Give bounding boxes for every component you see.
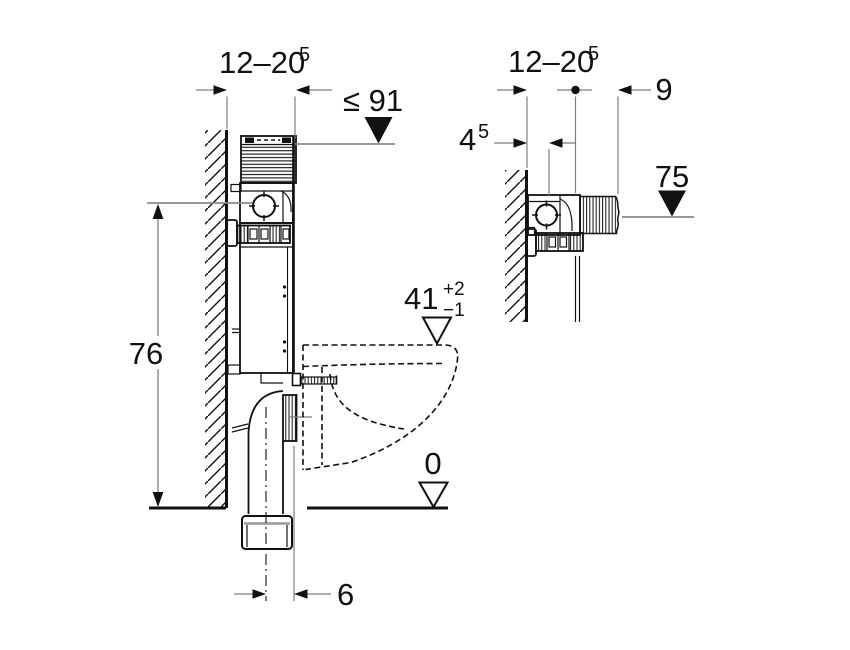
wall-hatch xyxy=(205,130,226,508)
outlet-sleeve xyxy=(282,394,298,442)
arrowhead-left xyxy=(549,138,563,148)
bowl-height-label: 41+2−1 xyxy=(404,279,465,321)
protection-box-plan xyxy=(579,195,620,235)
level-marker-bowl-height: 41+2−1 xyxy=(404,279,465,346)
arrowhead-left xyxy=(294,589,308,599)
valve-circle xyxy=(535,203,558,227)
box-clip-right xyxy=(282,137,291,143)
arrowhead-right xyxy=(252,589,266,599)
max-height-label: ≤ 91 xyxy=(343,83,403,118)
level-triangle-open xyxy=(421,316,453,346)
level-marker-section-height: 75 xyxy=(622,159,694,218)
protection-box xyxy=(240,135,297,184)
arrowhead-right xyxy=(513,138,527,148)
right-view-plan-section: 12–205 9 45 75 xyxy=(459,43,694,322)
mounting-bracket xyxy=(226,219,291,247)
drain-bend xyxy=(231,373,312,514)
arrowhead-right xyxy=(213,85,227,95)
depth-range-label: 12–205 xyxy=(219,44,310,80)
valve-circle xyxy=(252,194,276,218)
arrowhead-right xyxy=(513,85,527,95)
arrowhead-left xyxy=(618,85,632,95)
wall-hatch xyxy=(505,170,525,322)
floor-level-label: 0 xyxy=(424,446,441,481)
arrowhead-down xyxy=(152,492,164,507)
level-triangle-filled xyxy=(364,117,393,144)
dimension-dot xyxy=(571,85,580,95)
arrowhead-up xyxy=(152,204,164,219)
level-triangle-filled xyxy=(658,190,686,217)
dim-wall-offset: 45 xyxy=(459,121,575,196)
wall-offset-label: 45 xyxy=(459,121,489,157)
dim-depth-range-plan: 12–205 xyxy=(497,43,599,193)
valve-lever-tab xyxy=(230,183,242,193)
supply-height-label: 76 xyxy=(129,336,163,371)
dim-drain-offset: 6 xyxy=(234,446,354,612)
pipe-coupling xyxy=(241,515,293,550)
wall-section xyxy=(205,130,228,508)
cistern-plan xyxy=(527,194,581,236)
fixing-rod xyxy=(291,372,338,387)
section-height-label: 75 xyxy=(655,159,689,194)
drain-offset-label: 6 xyxy=(337,577,354,612)
toilet-bowl-outline xyxy=(302,344,459,471)
tank-rear-foot xyxy=(227,364,241,375)
arrowhead-left xyxy=(296,85,310,95)
dim-supply-height: 76 xyxy=(129,202,252,507)
left-view-side-section: 12–205 ≤ 91 76 41+2−1 xyxy=(129,44,465,612)
cistern-tank xyxy=(227,136,295,375)
box-clip-left xyxy=(245,137,254,143)
dim-depth-range: 12–205 xyxy=(196,44,332,139)
box-depth-label: 9 xyxy=(655,72,672,107)
protection-box-ribs xyxy=(242,145,295,182)
depth-range-label: 12–205 xyxy=(508,43,599,79)
mounting-bracket-plan xyxy=(525,228,584,257)
level-marker-floor: 0 xyxy=(417,446,450,510)
level-marker-max-height: ≤ 91 xyxy=(295,83,403,145)
level-triangle-open xyxy=(417,481,450,510)
dim-box-depth: 9 xyxy=(617,72,673,194)
wall-section-plan xyxy=(505,170,528,322)
